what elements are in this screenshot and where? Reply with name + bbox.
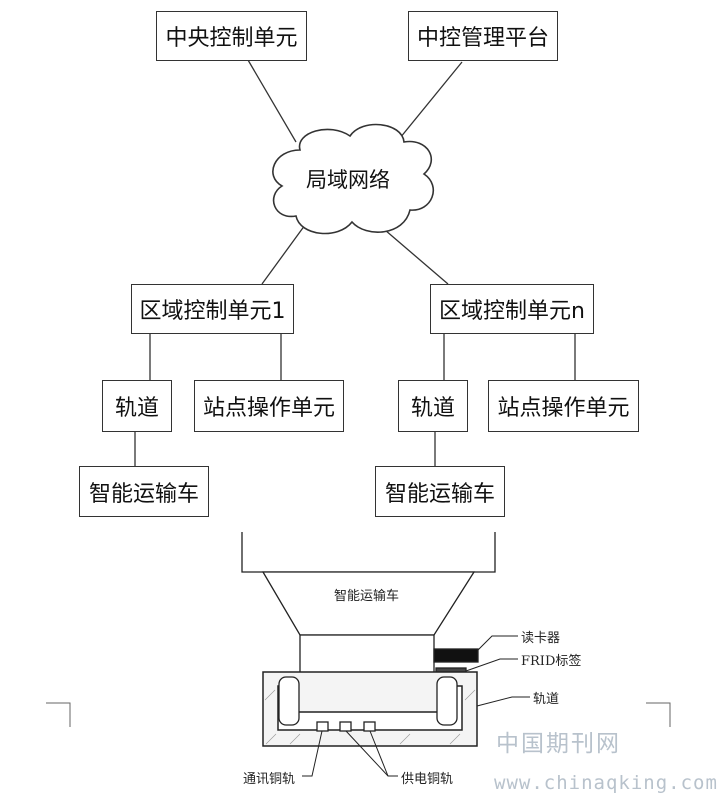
- card-reader-label: 读卡器: [521, 631, 561, 646]
- station-operation-unit-n: 站点操作单元: [488, 380, 639, 432]
- lan-cloud-label: 局域网络: [306, 168, 390, 192]
- crop-mark-left: [46, 702, 71, 727]
- leader-track: [476, 696, 530, 707]
- power-rail-1: [339, 721, 352, 732]
- power-rail-2: [363, 721, 376, 732]
- zone-control-unit-n: 区域控制单元n: [430, 284, 594, 334]
- power-rail-label: 供电铜轨: [401, 772, 454, 787]
- lan-cloud-shape: [272, 123, 435, 235]
- link-platform-lan: [399, 61, 463, 139]
- zone-control-unit-1: 区域控制单元1: [131, 284, 294, 334]
- vehicle-top-walls: [241, 532, 496, 573]
- central-management-platform: 中控管理平台: [408, 11, 558, 61]
- comm-rail-label: 通讯铜轨: [243, 772, 296, 787]
- smart-vehicle-n: 智能运输车: [375, 466, 505, 517]
- link-lan-zone1: [261, 224, 306, 285]
- leader-rfid: [465, 658, 518, 672]
- watermark-url: www.chinaqking.com: [494, 772, 718, 794]
- right-wheel: [436, 676, 458, 726]
- leader-card-reader: [477, 635, 518, 651]
- watermark-cn: 中国期刊网: [496, 731, 621, 757]
- vehicle-body-label: 智能运输车: [334, 589, 400, 604]
- station-operation-unit-1: 站点操作单元: [194, 380, 344, 432]
- leader-power-rail-2: [369, 730, 389, 777]
- card-reader-block: [433, 648, 479, 663]
- track-label: 轨道: [533, 692, 560, 707]
- comm-rail: [316, 721, 329, 732]
- central-control-unit: 中央控制单元: [156, 11, 307, 61]
- track-n: 轨道: [398, 380, 468, 432]
- track-1: 轨道: [102, 380, 172, 432]
- leader-comm-rail: [302, 730, 323, 777]
- link-lan-zonen: [384, 229, 449, 285]
- smart-vehicle-1: 智能运输车: [79, 466, 209, 517]
- left-wheel: [278, 676, 300, 726]
- crop-mark-right: [646, 702, 671, 727]
- link-central-lan: [247, 59, 297, 143]
- rfid-tag-label: FRID标签: [521, 654, 582, 669]
